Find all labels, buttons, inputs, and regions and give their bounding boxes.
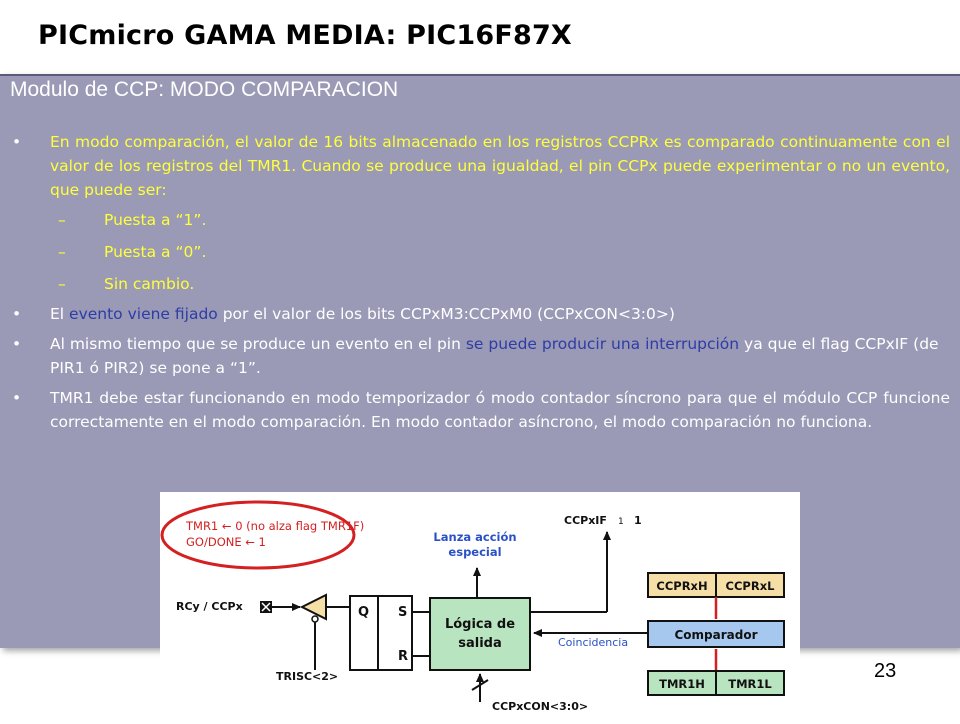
bullet-event-config: • El evento viene fijado por el valor de…: [0, 302, 960, 326]
bullet-interrupt: • Al mismo tiempo que se produce un even…: [0, 332, 960, 380]
ccprxh-register: [647, 572, 717, 598]
comparador-label: Comparador: [674, 628, 757, 642]
dash-marker: –: [58, 211, 66, 229]
bullet-marker: •: [12, 335, 22, 353]
sr-flipflop-inner: [349, 595, 379, 671]
paragraph-text: En modo comparación, el valor de 16 bits…: [50, 133, 950, 199]
ccp-compare-diagram: TMR1 ← 0 (no alza flag TMR1F) GO/DONE ← …: [160, 492, 800, 720]
highlight-text: evento viene fijado: [69, 305, 218, 323]
paragraph-text: ya que el flag CCPxIF (de PIR1 ó PIR2) s…: [50, 335, 939, 377]
ccpxcon-bus-slash: [471, 679, 489, 691]
bullet-tmr1-mode: • TMR1 debe estar funcionando en modo te…: [0, 386, 960, 434]
ccpxif-subscript: 1: [618, 517, 624, 527]
tmr1l-label: TMR1L: [728, 677, 772, 691]
comparator-block: [647, 620, 785, 648]
bullet-marker: •: [12, 133, 22, 151]
sub-item-set-one: – Puesta a “1”.: [0, 208, 960, 232]
highlight-text: se puede producir una interrupción: [465, 335, 740, 353]
pin-label: RCy / CCPx: [176, 600, 243, 613]
trisc-label: TRISC<2>: [276, 670, 338, 683]
tmr1l-register: [715, 670, 785, 696]
ccprxh-label: CCPRxH: [656, 579, 707, 593]
dash-marker: –: [58, 275, 66, 293]
coincidencia-label: Coincidencia: [558, 636, 628, 649]
sub-item-text: Puesta a “0”.: [104, 243, 207, 261]
ccprxl-register: [715, 572, 785, 598]
bullet-marker: •: [12, 305, 22, 323]
paragraph-text: por el valor de los bits CCPxM3:CCPxM0 (…: [217, 305, 675, 323]
paragraph-text: Al mismo tiempo que se produce un evento…: [50, 335, 466, 353]
output-logic-block: [429, 597, 531, 671]
slide-subtitle: Modulo de CCP: MODO COMPARACION: [10, 78, 399, 101]
logic-line-1: Lógica de: [445, 617, 515, 632]
ccpxcon-label: CCPxCON<3:0>: [492, 700, 588, 713]
flipflop-q-label: Q: [358, 605, 369, 620]
dash-marker: –: [58, 243, 66, 261]
ccpxif-label: CCPxIF: [564, 514, 607, 527]
flipflop-s-label: S: [398, 605, 407, 620]
bullet-marker: •: [12, 389, 22, 407]
pin-pad-cross-b: [261, 602, 271, 612]
ccpxif-value: 1: [634, 514, 642, 527]
flipflop-r-label: R: [398, 649, 408, 664]
paragraph-text: TMR1 debe estar funcionando en modo temp…: [50, 389, 950, 431]
oval-line-1: TMR1 ← 0 (no alza flag TMR1F): [185, 519, 364, 533]
sub-item-text: Sin cambio.: [104, 275, 195, 293]
lanza-accion-line-2: especial: [448, 545, 501, 559]
lanza-accion-line-1: Lanza acción: [433, 530, 516, 544]
page-title: PICmicro GAMA MEDIA: PIC16F87X: [38, 20, 572, 51]
logic-line-2: salida: [458, 636, 502, 651]
ccprxl-label: CCPRxL: [726, 579, 776, 593]
special-event-oval: [160, 500, 356, 570]
slide-body: • En modo comparación, el valor de 16 bi…: [0, 130, 960, 438]
bullet-comparison-description: • En modo comparación, el valor de 16 bi…: [0, 130, 960, 202]
oval-line-2: GO/DONE ← 1: [186, 535, 266, 549]
tmr1h-label: TMR1H: [659, 677, 705, 691]
buffer-enable-bubble: [311, 615, 319, 623]
paragraph-text: El: [50, 305, 70, 323]
sub-item-set-zero: – Puesta a “0”.: [0, 240, 960, 264]
sub-item-text: Puesta a “1”.: [104, 211, 207, 229]
page-number: 23: [874, 660, 897, 682]
diagram-svg: TMR1 ← 0 (no alza flag TMR1F) GO/DONE ← …: [160, 500, 785, 713]
sub-item-no-change: – Sin cambio.: [0, 272, 960, 296]
